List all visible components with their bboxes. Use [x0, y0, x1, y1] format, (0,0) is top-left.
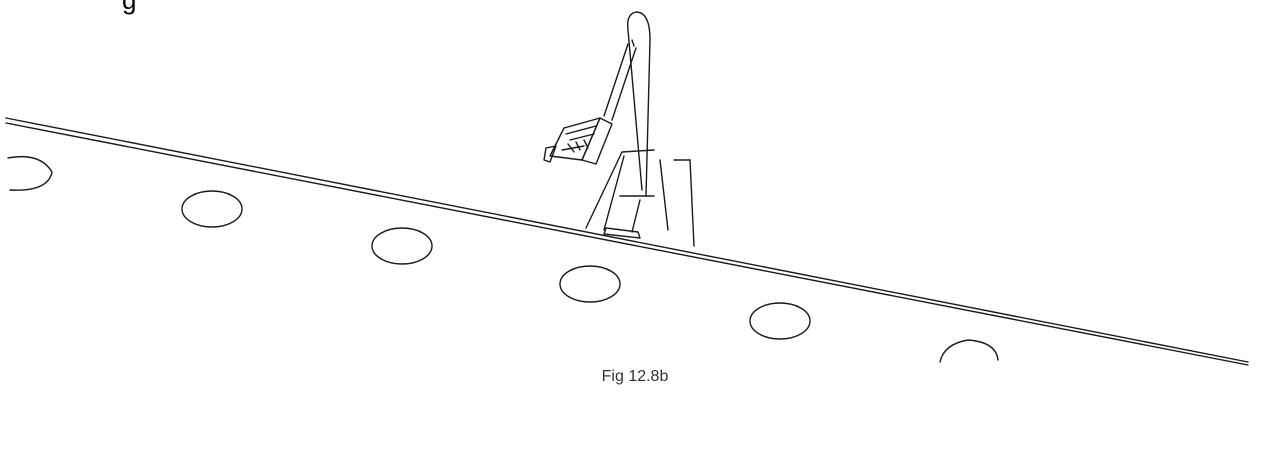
mounting-holes — [7, 155, 999, 363]
hole-1-partial — [7, 155, 53, 191]
hole-6-partial — [939, 339, 999, 363]
hole-4 — [559, 265, 621, 303]
connector-plug — [543, 117, 613, 165]
cut-off-heading-text: g — [122, 0, 137, 15]
sensor-bracket — [585, 149, 695, 247]
hole-3 — [371, 227, 433, 265]
sensor-cable — [603, 11, 651, 197]
hole-5 — [749, 302, 811, 340]
figure-caption: Fig 12.8b — [601, 368, 669, 385]
hole-2 — [181, 190, 243, 228]
panel-edge — [5, 117, 1249, 366]
